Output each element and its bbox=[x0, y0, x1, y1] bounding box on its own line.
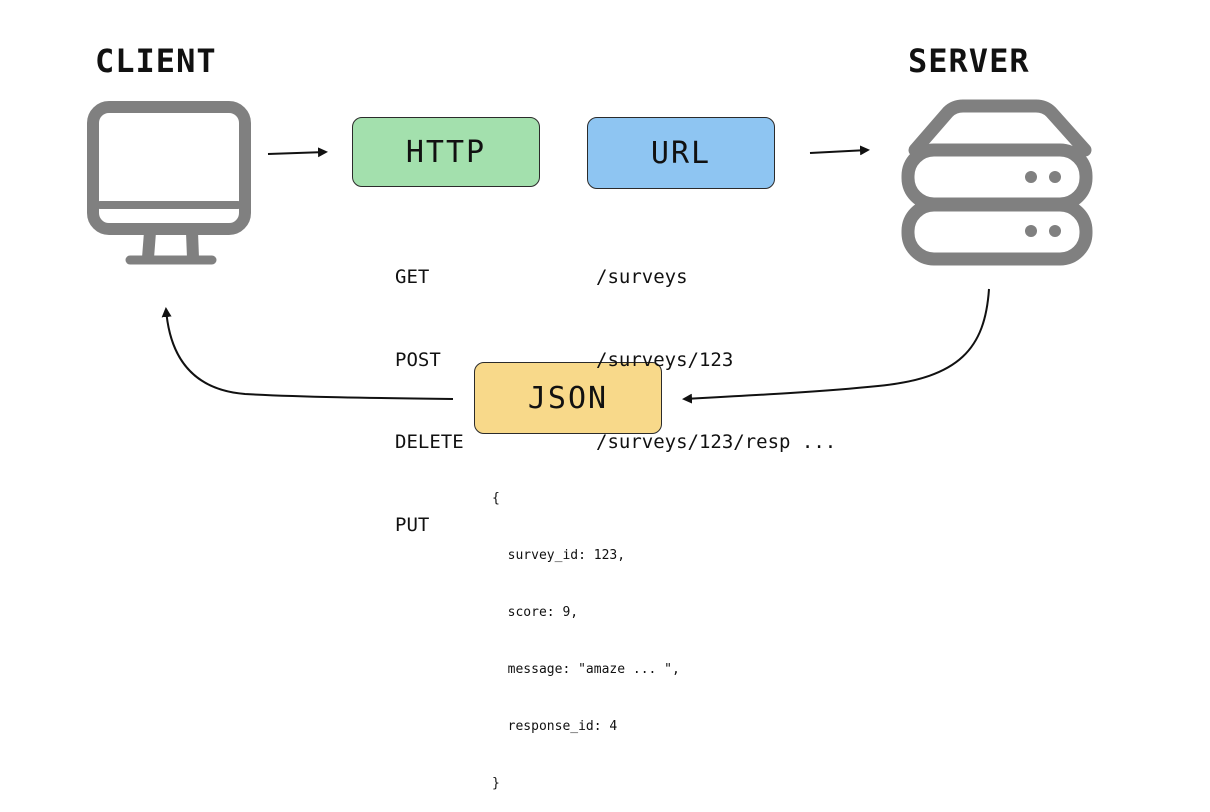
json-line: } bbox=[492, 776, 500, 791]
json-box: JSON bbox=[474, 362, 662, 434]
http-label: HTTP bbox=[405, 134, 487, 170]
json-line: response_id: 4 bbox=[492, 719, 618, 734]
json-line: survey_id: 123, bbox=[492, 548, 626, 563]
url-paths-list: /surveys /surveys/123 /surveys/123/resp … bbox=[596, 209, 836, 484]
url-box: URL bbox=[587, 117, 775, 189]
arrow-client-to-http bbox=[267, 147, 328, 158]
http-method-post: POST bbox=[395, 348, 441, 371]
json-line: message: "amaze ... ", bbox=[492, 662, 680, 677]
http-method-delete: DELETE bbox=[395, 431, 464, 453]
server-indicator-lights bbox=[1025, 171, 1061, 237]
url-label: URL bbox=[650, 135, 712, 171]
diagram-canvas bbox=[87, 99, 1093, 404]
url-path: /surveys/123 bbox=[596, 348, 734, 371]
http-box: HTTP bbox=[352, 117, 540, 187]
json-sample: { survey_id: 123, score: 9, message: "am… bbox=[492, 451, 680, 812]
url-path: /surveys/123/resp ... bbox=[596, 431, 837, 453]
json-line: score: 9, bbox=[492, 605, 579, 620]
client-title: CLIENT bbox=[95, 42, 217, 80]
arrow-url-to-server bbox=[809, 145, 870, 156]
arrow-server-to-json bbox=[682, 288, 990, 404]
json-label: JSON bbox=[527, 380, 609, 416]
url-path: /surveys bbox=[596, 266, 688, 288]
server-title: SERVER bbox=[908, 42, 1030, 80]
computer-monitor-icon bbox=[87, 101, 251, 265]
server-stack-icon bbox=[901, 99, 1093, 266]
json-line: { bbox=[492, 491, 500, 506]
arrow-json-to-client bbox=[161, 307, 454, 400]
http-methods-list: GET POST DELETE PUT bbox=[395, 209, 464, 567]
http-method-get: GET bbox=[395, 266, 430, 288]
http-method-put: PUT bbox=[395, 513, 430, 536]
